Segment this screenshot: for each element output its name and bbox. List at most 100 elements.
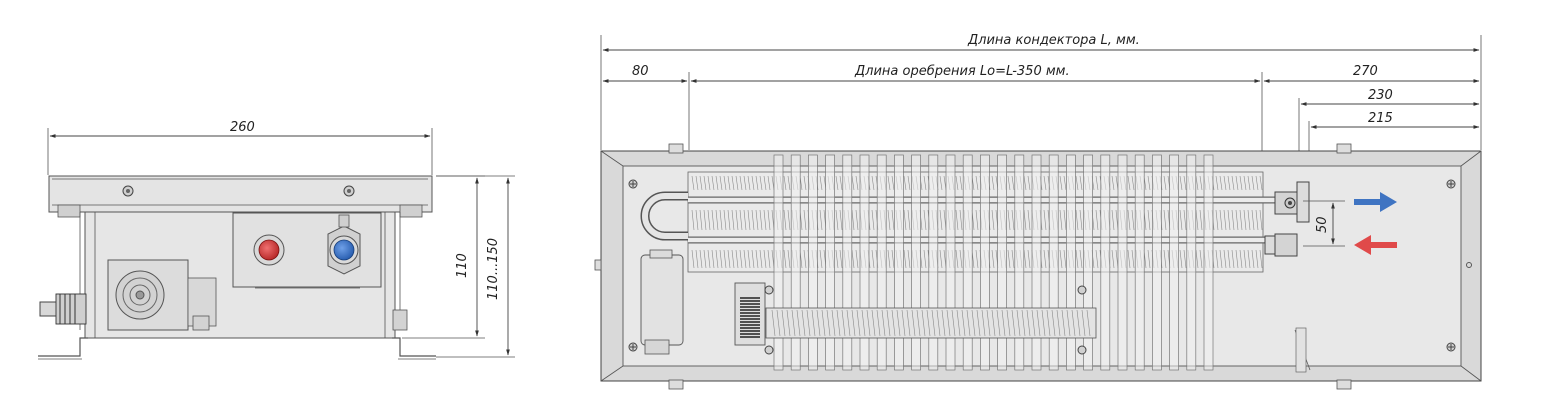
fin-line <box>1219 175 1223 191</box>
fin-line <box>1219 209 1223 231</box>
screw-icon <box>1446 179 1456 189</box>
fin-line <box>1059 249 1063 269</box>
fan-blade <box>816 309 821 337</box>
fan-blade <box>856 309 861 337</box>
fin-line <box>1231 249 1235 269</box>
fin-line <box>731 209 735 231</box>
fin-line <box>1199 209 1203 231</box>
fin-line <box>755 249 759 269</box>
dim-label-230: 230 <box>1368 88 1393 103</box>
dim-label-fin-length: Длина оребрения Lo=L-350 мм. <box>854 64 1070 79</box>
fan-blade <box>1066 309 1071 337</box>
fin-line <box>1195 209 1199 231</box>
fin-line <box>1243 209 1247 231</box>
fin-line <box>699 175 703 191</box>
fin-line <box>1195 175 1199 191</box>
fin-line <box>1111 249 1115 269</box>
fin-line <box>727 209 731 231</box>
fan-blade <box>1011 309 1016 337</box>
screw-icon <box>628 342 638 352</box>
fin-line <box>735 209 739 231</box>
fan-blade <box>1061 309 1066 337</box>
dim-label-110-150: 110...150 <box>486 238 501 300</box>
fan-blade <box>896 309 901 337</box>
fin-line <box>1063 249 1067 269</box>
fin-line <box>959 209 963 231</box>
fin-line <box>871 209 875 231</box>
fin-line <box>735 175 739 191</box>
fin-line <box>1251 249 1255 269</box>
grille-bars <box>773 154 1214 371</box>
fin-line <box>1195 249 1199 269</box>
fin-line <box>1111 209 1115 231</box>
fin-line <box>871 249 875 269</box>
fan-blade <box>786 309 791 337</box>
fin-line <box>1247 209 1251 231</box>
grille-slat <box>842 154 853 371</box>
fin-line <box>767 209 771 231</box>
fin-line <box>851 209 855 231</box>
fin-line <box>743 249 747 269</box>
fin-line <box>1199 249 1203 269</box>
fin-line <box>1227 249 1231 269</box>
fan-blade <box>1041 309 1046 337</box>
fan-blade <box>906 309 911 337</box>
grille-slat <box>1134 154 1145 371</box>
fin-line <box>955 249 959 269</box>
fin-line <box>923 249 927 269</box>
fin-line <box>735 249 739 269</box>
fin-line <box>923 175 927 191</box>
fin-line <box>975 209 979 231</box>
grille-slat <box>1117 154 1128 371</box>
fin-line <box>1255 175 1259 191</box>
tangential-fan-icon <box>734 282 1097 355</box>
grille-slat <box>1100 154 1111 371</box>
grille-slat <box>876 154 887 371</box>
dimension-110-150: 110...150 <box>436 175 515 358</box>
dim-label-50: 50 <box>1315 216 1330 233</box>
fin-line <box>755 175 759 191</box>
fan-blade <box>796 309 801 337</box>
fan-blade <box>891 309 896 337</box>
fin-line <box>839 209 843 231</box>
fin-line <box>715 249 719 269</box>
fin-line <box>1251 175 1255 191</box>
fin-line <box>751 175 755 191</box>
fan-blade <box>1051 309 1056 337</box>
fin-line <box>719 249 723 269</box>
fin-line <box>747 249 751 269</box>
fan-blade <box>871 309 876 337</box>
fan-blade <box>1076 309 1081 337</box>
grille-slat <box>1048 154 1059 371</box>
fin-line <box>1007 209 1011 231</box>
fin-line <box>1059 209 1063 231</box>
fin-line <box>719 209 723 231</box>
hot-port-icon <box>253 234 285 266</box>
fan-blade <box>921 309 926 337</box>
fan-blade <box>1016 309 1021 337</box>
fin-line <box>1011 209 1015 231</box>
fin-line <box>1247 249 1251 269</box>
fin-line <box>1219 249 1223 269</box>
fan-blade <box>996 309 1001 337</box>
fin-line <box>695 209 699 231</box>
fin-line <box>731 249 735 269</box>
grille-slat <box>928 154 939 371</box>
fan-blade <box>971 309 976 337</box>
fin-line <box>1199 175 1203 191</box>
fin-line <box>699 209 703 231</box>
fin-line <box>747 209 751 231</box>
fin-line <box>1227 175 1231 191</box>
fin-line <box>787 249 791 269</box>
fin-line <box>1127 175 1131 191</box>
fan-blade <box>806 309 811 337</box>
fan-blade <box>876 309 881 337</box>
fin-line <box>751 249 755 269</box>
dimension-50: 50 <box>1303 200 1345 247</box>
fin-line <box>903 249 907 269</box>
fin-line <box>715 209 719 231</box>
fan-blade <box>1026 309 1031 337</box>
fan-blade <box>1036 309 1041 337</box>
side-top-flange <box>48 175 433 213</box>
fan-blade <box>776 309 781 337</box>
